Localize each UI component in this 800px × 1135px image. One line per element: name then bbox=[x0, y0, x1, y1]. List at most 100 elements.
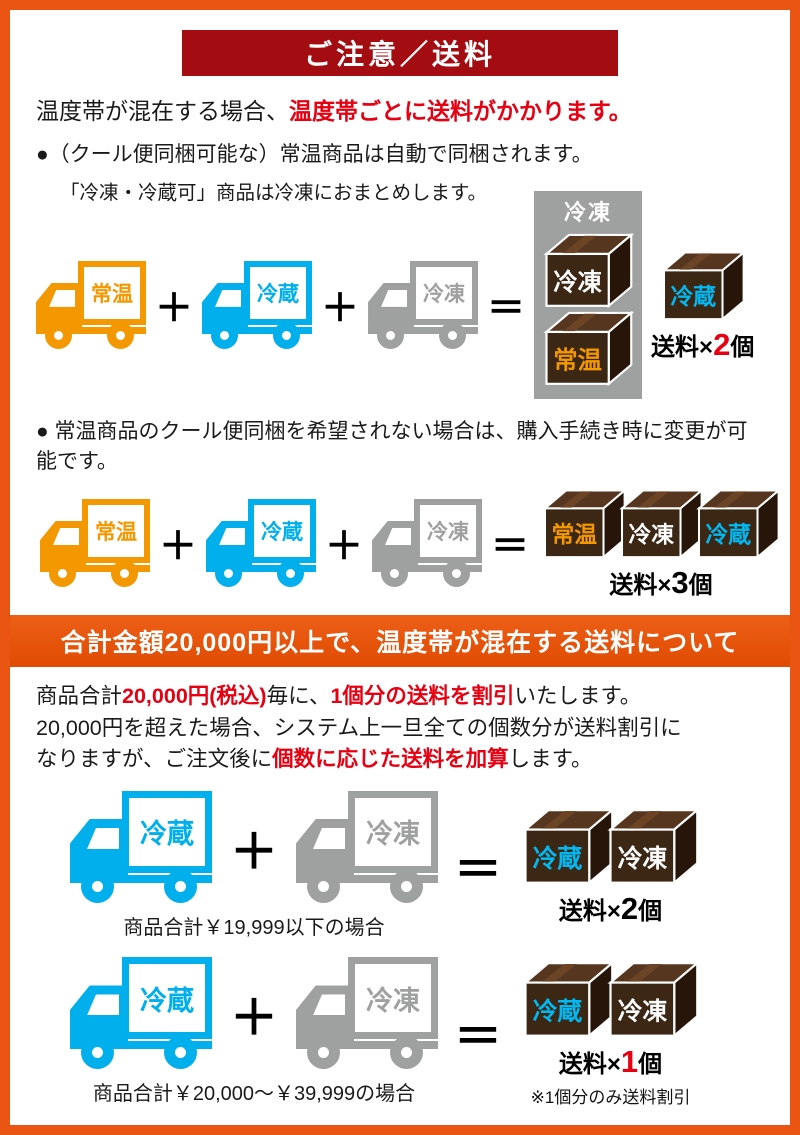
diagram3-result: 冷蔵 冷凍 送料×2個 bbox=[518, 803, 703, 927]
truck-cab bbox=[296, 985, 355, 1044]
cargo-box-chilled: 冷蔵 bbox=[662, 251, 745, 321]
text-segment: 毎に、 bbox=[266, 684, 331, 709]
truck-frozen: 冷凍 bbox=[372, 498, 483, 587]
box-temp-label: 冷凍 bbox=[553, 268, 602, 296]
title-bar: ご注意／送料 bbox=[182, 30, 618, 76]
frozen-container-label: 冷凍 bbox=[564, 199, 613, 225]
truck-row: 冷蔵 ＋ 冷凍 bbox=[70, 957, 439, 1070]
truck-cargo-panel: 冷凍 bbox=[414, 498, 483, 563]
truck-chilled: 冷蔵 bbox=[202, 260, 313, 349]
cargo-box-frozen: 冷凍 bbox=[609, 961, 699, 1037]
truck-front-wheel bbox=[49, 559, 76, 587]
box-temp-label: 冷蔵 bbox=[706, 522, 752, 548]
truck-front-wheel bbox=[377, 321, 405, 349]
frozen-consolidation-container: 冷凍 冷凍 常温 bbox=[534, 190, 643, 399]
intro-text-black: 温度帯が混在する場合、 bbox=[36, 98, 289, 124]
fee-suffix: 個 bbox=[638, 1050, 663, 1078]
fee-suffix: 個 bbox=[688, 572, 713, 600]
cargo-box-chilled: 冷蔵 bbox=[524, 809, 614, 885]
truck-temp-label: 冷蔵 bbox=[140, 985, 194, 1016]
truck-cargo-panel: 冷蔵 bbox=[248, 498, 317, 563]
truck-rear-wheel bbox=[164, 1036, 197, 1070]
intro-text: 温度帯が混在する場合、温度帯ごとに送料がかかります。 bbox=[36, 92, 764, 126]
truck-rear-wheel bbox=[277, 559, 305, 587]
diagram-auto-consolidation: 常温 ＋ 冷蔵 ＋ 冷凍 ＝ bbox=[36, 190, 764, 403]
discount-banner-title: 合計金額20,000円以上で、温度帯が混在する送料について bbox=[60, 629, 740, 658]
truck-chassis bbox=[202, 326, 313, 334]
equals-sign: ＝ bbox=[454, 1010, 503, 1064]
price-range-caption: 商品合計￥19,999以下の場合 bbox=[123, 916, 385, 939]
cargo-box-chilled: 冷蔵 bbox=[698, 489, 780, 559]
truck-row: 冷蔵 ＋ 冷凍 bbox=[70, 790, 439, 903]
bullet-opt-out: ● 常温商品のクール便同梱を希望されない場合は、購入手続き時に変更が可能です。 bbox=[36, 419, 748, 473]
trucks-group: 冷蔵 ＋ 冷凍 商品合計￥20,000～￥39, bbox=[70, 957, 439, 1106]
fee-prefix: 送料× bbox=[609, 572, 672, 600]
truck-chilled: 冷蔵 bbox=[70, 790, 212, 903]
truck-chassis bbox=[70, 1041, 212, 1050]
truck-temp-label: 冷凍 bbox=[366, 819, 421, 850]
fee-count: 3 bbox=[671, 565, 689, 601]
truck-frozen: 冷凍 bbox=[296, 790, 439, 903]
plus-sign: ＋ bbox=[230, 992, 279, 1046]
truck-chilled: 冷蔵 bbox=[206, 498, 317, 587]
discount-line2: 20,000円を超えた場合、システム上一旦全ての個数分が送料割引に bbox=[36, 715, 682, 740]
truck-temp-label: 冷蔵 bbox=[257, 282, 300, 306]
text-segment: します。 bbox=[508, 746, 593, 771]
fee-suffix: 個 bbox=[638, 898, 663, 926]
box-temp-label: 冷蔵 bbox=[670, 284, 716, 310]
result-boxes: 冷蔵 冷凍 bbox=[518, 956, 703, 1041]
truck-rear-wheel bbox=[439, 321, 467, 349]
truck-temp-label: 冷蔵 bbox=[140, 819, 194, 850]
box-temp-label: 常温 bbox=[553, 347, 601, 374]
truck-front-wheel bbox=[215, 559, 243, 587]
plus-sign: ＋ bbox=[155, 288, 194, 331]
truck-cab bbox=[70, 818, 128, 877]
truck-front-wheel bbox=[307, 869, 341, 903]
truck-cargo-panel: 常温 bbox=[78, 260, 146, 325]
truck-chassis bbox=[368, 326, 479, 334]
truck-rear-wheel bbox=[390, 1036, 424, 1070]
fee-count: 1 bbox=[620, 1043, 639, 1079]
plus-sign: ＋ bbox=[159, 526, 198, 569]
shipping-fee: 送料×2個 bbox=[559, 891, 662, 927]
text-segment: 商品合計 bbox=[36, 684, 123, 709]
truck-chassis bbox=[36, 326, 146, 334]
truck-front-wheel bbox=[381, 559, 409, 587]
truck-temp-label: 冷凍 bbox=[366, 985, 421, 1016]
result-boxes: 常温 冷凍 冷蔵 bbox=[538, 484, 784, 562]
result-boxes: 冷蔵 冷凍 bbox=[518, 803, 703, 888]
cargo-box-room-temp: 常温 bbox=[544, 489, 626, 559]
diagram-20000-to-39999: 冷蔵 ＋ 冷凍 商品合計￥20,000～￥39, bbox=[36, 956, 764, 1108]
truck-cargo-panel: 冷凍 bbox=[410, 260, 479, 325]
price-range-caption: 商品合計￥20,000～￥39,999の場合 bbox=[92, 1083, 416, 1106]
truck-cargo-panel: 冷蔵 bbox=[122, 790, 212, 873]
text-segment-red: 個数に応じた送料を加算 bbox=[272, 746, 509, 771]
truck-chassis bbox=[70, 874, 212, 883]
fee-prefix: 送料× bbox=[651, 334, 714, 362]
truck-chassis bbox=[296, 874, 439, 883]
box-temp-label: 冷蔵 bbox=[533, 844, 583, 873]
box-temp-label: 冷凍 bbox=[618, 997, 668, 1026]
truck-cargo-panel: 冷蔵 bbox=[244, 260, 313, 325]
page-title: ご注意／送料 bbox=[303, 39, 496, 70]
box-temp-label: 冷蔵 bbox=[533, 997, 583, 1026]
truck-temp-label: 冷凍 bbox=[423, 282, 466, 306]
plus-sign: ＋ bbox=[325, 526, 364, 569]
truck-front-wheel bbox=[81, 1036, 114, 1070]
box-temp-label: 常温 bbox=[552, 522, 598, 548]
discount-line3: なりますが、ご注文後に個数に応じた送料を加算します。 bbox=[36, 744, 764, 775]
truck-temp-label: 常温 bbox=[95, 520, 137, 544]
diagram4-result: 冷蔵 冷凍 送料×1個 ※1個分のみ送料割引 bbox=[518, 956, 703, 1108]
discount-banner: 合計金額20,000円以上で、温度帯が混在する送料について bbox=[10, 615, 790, 668]
truck-frozen: 冷凍 bbox=[368, 260, 479, 349]
truck-rear-wheel bbox=[273, 321, 301, 349]
diagram-under-20000: 冷蔵 ＋ 冷凍 商品合計￥19,999以下の場合 bbox=[36, 790, 764, 940]
text-segment: なりますが、ご注文後に bbox=[36, 746, 273, 771]
equals-sign: ＝ bbox=[487, 288, 526, 331]
plus-sign: ＋ bbox=[321, 288, 360, 331]
diagram2-result: 常温 冷凍 冷蔵 送料×3個 bbox=[538, 484, 784, 601]
truck-frozen: 冷凍 bbox=[296, 957, 439, 1070]
diagram-separate-shipping: 常温 ＋ 冷蔵 ＋ 冷凍 ＝ bbox=[36, 484, 780, 601]
truck-cab bbox=[70, 985, 128, 1044]
